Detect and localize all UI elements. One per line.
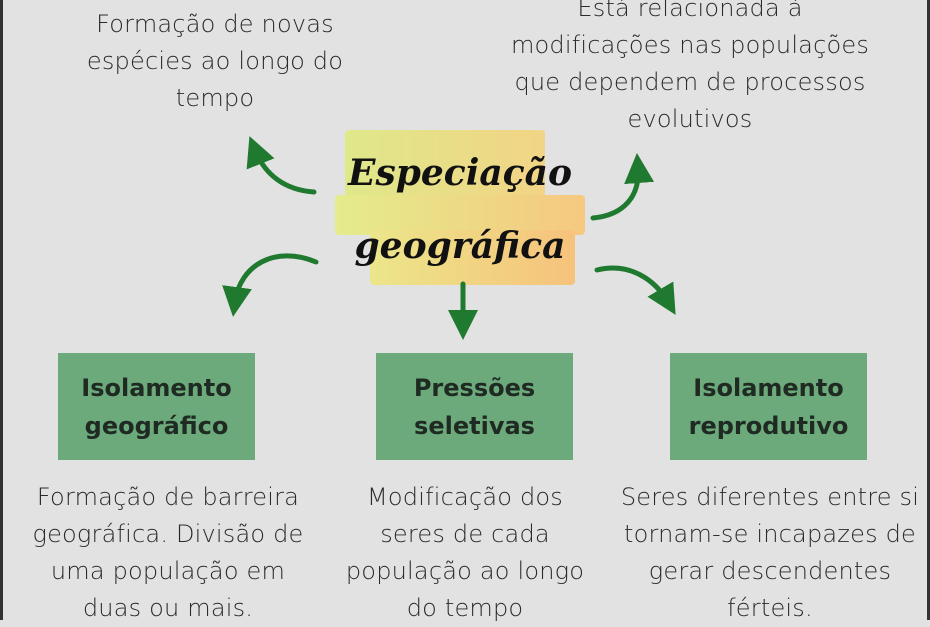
arrow-to-top-left [246,136,317,195]
title-line-1: Especiação [348,152,572,194]
box-2-description: Modificação dos seres de cada população … [345,483,585,622]
brush-stroke [370,230,575,285]
brush-stroke [335,195,585,235]
box-isolamento-geografico: Isolamento geográfico [58,353,255,460]
box-label: Pressões seletivas [413,373,536,440]
arrow-to-box-1 [222,253,319,317]
top-left-note: Formação de novas espécies ao longo do t… [86,10,344,112]
box-1-description: Formação de barreira geográfica. Divisão… [32,483,304,622]
box-label: Isolamento reprodutivo [688,373,849,440]
box-pressoes-seletivas: Pressões seletivas [376,353,573,460]
central-title: Especiação geográfica [335,130,585,290]
top-right-note: Está relacionada à modificações nas popu… [510,0,870,133]
title-line-2: geográfica [354,225,566,267]
brush-stroke [345,130,545,200]
arrow-to-box-3 [594,265,676,315]
box-3-description: Seres diferentes entre si tornam-se inca… [620,483,920,622]
arrow-to-top-right [590,153,655,221]
box-isolamento-reprodutivo: Isolamento reprodutivo [670,353,867,460]
box-label: Isolamento geográfico [81,373,232,440]
